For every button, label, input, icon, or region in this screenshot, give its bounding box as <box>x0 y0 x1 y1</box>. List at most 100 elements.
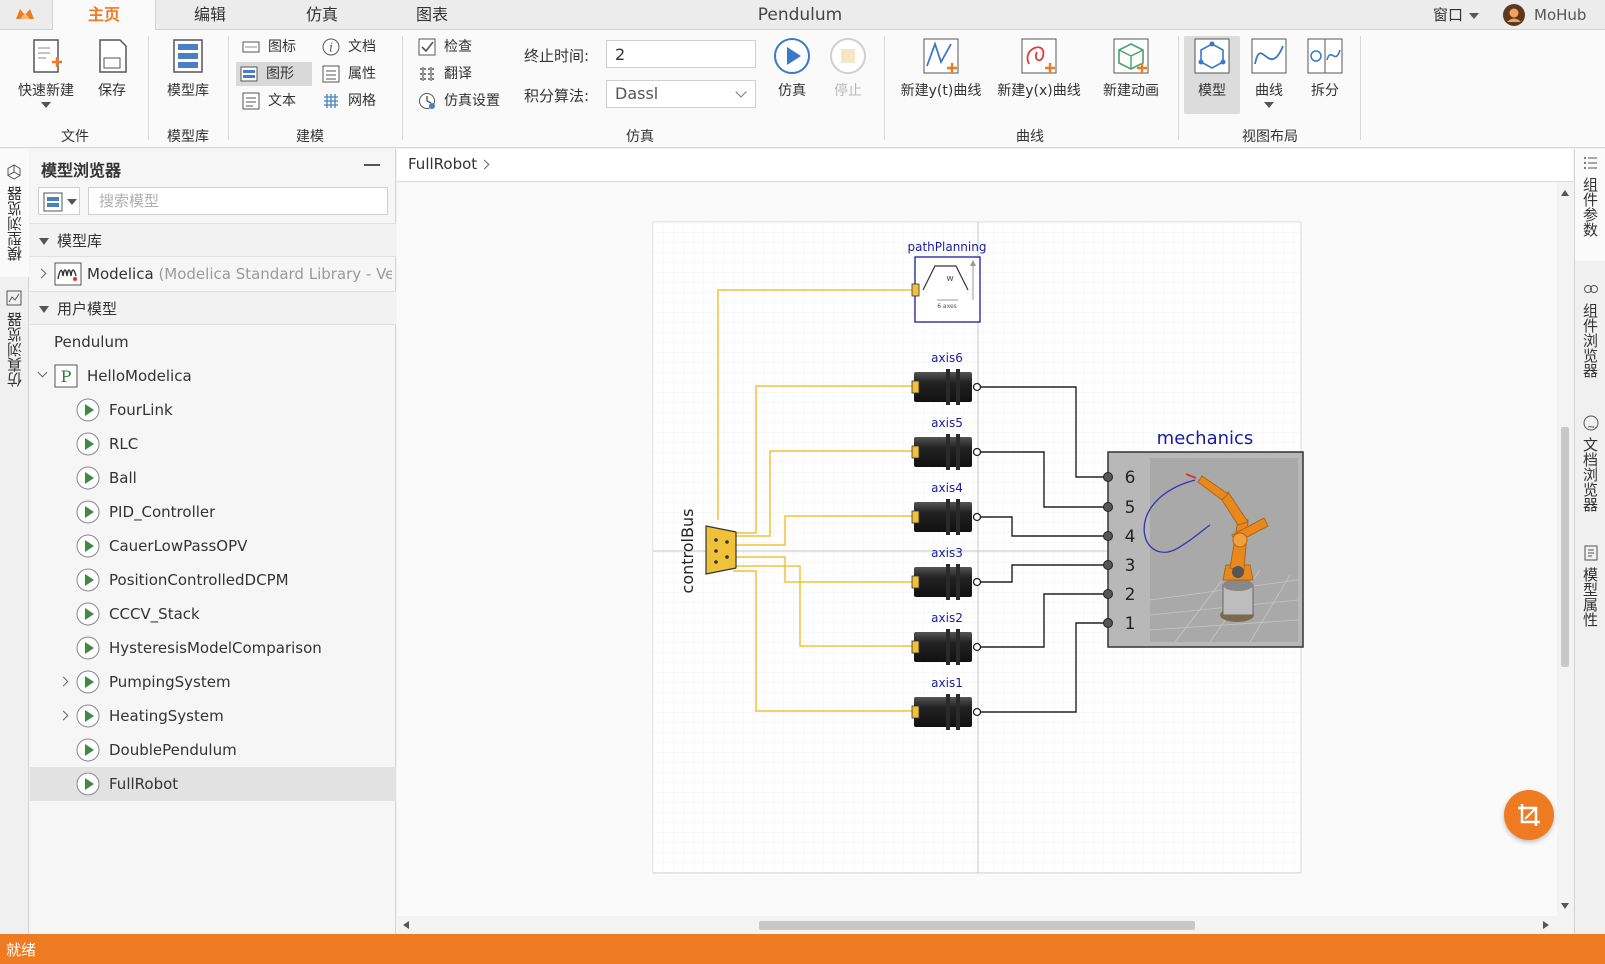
axis-block-axis6[interactable]: axis6 <box>911 351 982 405</box>
mechanics-port-6[interactable] <box>1103 472 1113 482</box>
tab-component-parameters[interactable]: 组件参数 <box>1575 149 1605 261</box>
diagram-svg[interactable]: pathPlanning w 6 axes controlBus axis6 ax… <box>397 183 1557 916</box>
scroll-down-icon[interactable] <box>1561 903 1569 909</box>
bus-connector[interactable] <box>911 380 920 394</box>
text-view-button[interactable]: 文本 <box>238 89 310 113</box>
chevron-right-icon[interactable] <box>36 268 47 279</box>
layout-model-button[interactable]: 模型 <box>1184 36 1240 114</box>
tab-simulation-browser[interactable]: 仿真浏览器 <box>0 279 29 399</box>
quick-new-button[interactable]: 快速新建 <box>12 36 80 108</box>
mechanics-port-3[interactable] <box>1103 560 1113 570</box>
window-menu[interactable]: 窗口 <box>1433 0 1480 30</box>
flange-connector[interactable] <box>972 382 982 392</box>
breadcrumb[interactable]: FullRobot <box>408 155 490 173</box>
tree-item-ball[interactable]: Ball <box>30 461 396 495</box>
flange-wire-2[interactable] <box>980 593 1108 648</box>
tree-item-pendulum[interactable]: Pendulum <box>30 325 396 359</box>
user-avatar-icon[interactable] <box>1502 3 1526 27</box>
tree-item-cccv_stack[interactable]: CCCV_Stack <box>30 597 396 631</box>
tree-item-doublependulum[interactable]: DoublePendulum <box>30 733 396 767</box>
search-input[interactable] <box>88 187 388 215</box>
section-user-models[interactable]: 用户模型 <box>30 291 396 325</box>
bus-connector[interactable] <box>911 705 920 719</box>
tab-simulation[interactable]: 仿真 <box>305 5 338 24</box>
flange-connector[interactable] <box>972 447 982 457</box>
flange-connector[interactable] <box>972 642 982 652</box>
tab-documentation-browser[interactable]: i 文档浏览器 <box>1575 409 1605 529</box>
scroll-left-icon[interactable] <box>403 921 409 929</box>
tab-edit[interactable]: 编辑 <box>193 5 226 24</box>
tab-chart[interactable]: 图表 <box>415 5 448 24</box>
view-mode-dropdown[interactable] <box>38 187 80 215</box>
axis-block-axis2[interactable]: axis2 <box>911 611 982 665</box>
bus-wire-axis2[interactable] <box>733 565 912 647</box>
grid-button[interactable]: 网格 <box>318 89 390 113</box>
bus-wire-axis5[interactable] <box>733 450 912 537</box>
stop-time-input[interactable] <box>606 40 756 68</box>
mechanics-port-5[interactable] <box>1103 502 1113 512</box>
bus-wire-axis6[interactable] <box>733 385 912 534</box>
user-name[interactable]: MoHub <box>1534 6 1587 24</box>
bus-connector[interactable] <box>911 283 920 297</box>
save-button[interactable]: 保存 <box>88 36 136 100</box>
documentation-view-button[interactable]: i 文档 <box>318 35 390 59</box>
bus-connector[interactable] <box>911 445 920 459</box>
tree-item-modelica[interactable]: Modelica (Modelica Standard Library - Ve… <box>30 257 396 291</box>
flange-wire-3[interactable] <box>980 564 1108 583</box>
vertical-scroll-thumb[interactable] <box>1561 427 1569 667</box>
simulate-button[interactable]: 仿真 <box>770 36 814 100</box>
bus-wire-axis3[interactable] <box>733 556 912 583</box>
section-model-library[interactable]: 模型库 <box>30 223 396 257</box>
bus-connector[interactable] <box>911 510 920 524</box>
tab-model-browser[interactable]: 模型浏览器 <box>0 149 29 277</box>
icon-view-button[interactable]: 图标 <box>238 35 310 59</box>
model-library-button[interactable]: 模型库 <box>160 36 216 100</box>
control-bus-connector[interactable]: controlBus <box>678 509 737 594</box>
tree-item-fullrobot[interactable]: FullRobot <box>30 767 396 801</box>
flange-wire-6[interactable] <box>980 386 1108 478</box>
flange-connector[interactable] <box>972 577 982 587</box>
flange-connector[interactable] <box>972 707 982 717</box>
tree-item-hellomodelica[interactable]: P HelloModelica <box>30 359 396 393</box>
flange-wire-1[interactable] <box>980 622 1108 713</box>
axis-block-axis3[interactable]: axis3 <box>911 546 982 600</box>
horizontal-scroll-thumb[interactable] <box>759 921 1195 930</box>
axis-block-axis4[interactable]: axis4 <box>911 481 982 535</box>
chevron-right-icon[interactable] <box>58 710 69 721</box>
diagram-canvas[interactable]: pathPlanning w 6 axes controlBus axis6 ax… <box>397 183 1557 916</box>
algorithm-select[interactable]: Dassl <box>606 80 756 108</box>
horizontal-scrollbar[interactable] <box>397 916 1557 934</box>
bus-wire-pathplanning[interactable] <box>717 289 912 520</box>
tab-model-attributes[interactable]: 模型属性 <box>1575 539 1605 639</box>
flange-connector[interactable] <box>972 512 982 522</box>
tree-item-hysteresismodelcomparison[interactable]: HysteresisModelComparison <box>30 631 396 665</box>
axis-block-axis5[interactable]: axis5 <box>911 416 982 470</box>
tree-item-positioncontrolleddcpm[interactable]: PositionControlledDCPM <box>30 563 396 597</box>
check-button[interactable]: 检查 <box>414 35 504 59</box>
breadcrumb-item[interactable]: FullRobot <box>408 155 478 173</box>
mechanics-port-1[interactable] <box>1103 618 1113 628</box>
layout-split-button[interactable]: 拆分 <box>1304 36 1346 100</box>
flange-wire-5[interactable] <box>980 451 1108 508</box>
axis-block-axis1[interactable]: axis1 <box>911 676 982 730</box>
chevron-right-icon[interactable] <box>58 676 69 687</box>
bus-connector[interactable] <box>911 575 920 589</box>
mechanics-port-2[interactable] <box>1103 589 1113 599</box>
scroll-up-icon[interactable] <box>1561 190 1569 196</box>
diagram-view-button[interactable]: 图形 <box>236 62 312 86</box>
vertical-scrollbar[interactable] <box>1557 183 1573 916</box>
translate-button[interactable]: 翻译 <box>414 62 504 86</box>
app-logo-icon[interactable] <box>14 5 36 25</box>
attributes-button[interactable]: 属性 <box>318 62 390 86</box>
bus-wire-axis4[interactable] <box>733 515 912 546</box>
chevron-down-icon[interactable] <box>37 367 48 378</box>
path-planning-block[interactable]: pathPlanning w 6 axes <box>908 240 987 323</box>
tree-item-heatingsystem[interactable]: HeatingSystem <box>30 699 396 733</box>
new-yx-curve-button[interactable]: 新建y(x)曲线 <box>996 36 1082 100</box>
scroll-right-icon[interactable] <box>1543 921 1549 929</box>
simulation-settings-button[interactable]: 仿真设置 <box>414 89 514 113</box>
tree-item-fourlink[interactable]: FourLink <box>30 393 396 427</box>
new-animation-button[interactable]: 新建动画 <box>1094 36 1168 100</box>
bus-wire-axis1[interactable] <box>733 570 912 712</box>
